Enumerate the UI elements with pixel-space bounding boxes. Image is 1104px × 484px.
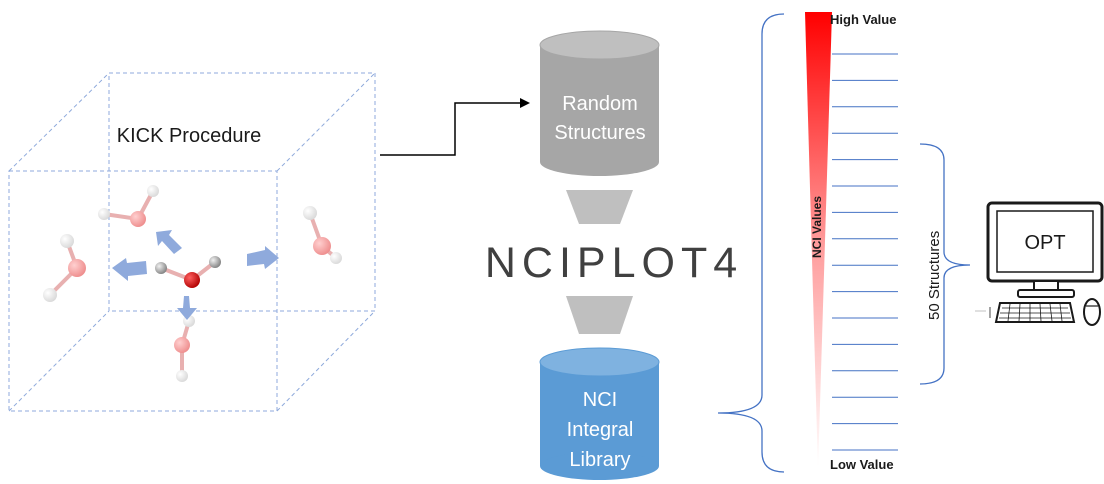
hydrogen-atom (330, 252, 342, 264)
keyboard (994, 302, 1076, 323)
structure-lines (832, 53, 898, 451)
nci-db-label-line1: NCI (583, 389, 617, 411)
oxygen-atom (313, 237, 331, 255)
cube-edge (8, 310, 110, 412)
nci-db-label-line2: Integral (567, 419, 634, 441)
monitor-stand (1017, 289, 1075, 298)
monitor-screen (996, 210, 1094, 273)
arrow-left-icon (112, 258, 147, 281)
nci-library-database: NCI Integral Library (539, 347, 660, 480)
cube-edge (8, 72, 110, 172)
mouse (1083, 298, 1101, 326)
high-value-label: High Value (830, 12, 896, 27)
hydrogen-atom (60, 234, 74, 248)
library-bracket (717, 13, 785, 473)
hydrogen-atom (98, 208, 110, 220)
flow-connector-arrow (380, 102, 523, 156)
selection-bracket (919, 143, 971, 385)
oxygen-atom (130, 211, 146, 227)
water-molecules (43, 185, 342, 382)
arrow-head-icon (520, 98, 530, 108)
arrow-up-left-icon (156, 230, 182, 254)
cube-front-face (8, 170, 278, 412)
kick-title: KICK Procedure (117, 125, 262, 147)
hydrogen-atom (176, 370, 188, 382)
nci-gradient-bar (805, 12, 832, 470)
oxygen-atom-center (184, 272, 200, 288)
hydrogen-atom (43, 288, 57, 302)
kick-cube (8, 72, 376, 412)
kick-arrows (112, 230, 279, 320)
hydrogen-atom (147, 185, 159, 197)
computer-icon (975, 201, 1104, 326)
oxygen-atom (174, 337, 190, 353)
computer-screen-label: OPT (1024, 232, 1065, 254)
nciplot-label: NCIPLOT4 (485, 239, 743, 287)
funnel-top (566, 190, 633, 224)
cube-edge (276, 72, 376, 172)
selection-label: 50 Structures (926, 231, 943, 320)
hydrogen-atom-center (155, 262, 167, 274)
nci-values-axis-label: NCI Values (810, 196, 824, 258)
cube-edge (276, 310, 376, 412)
random-db-label-line1: Random (562, 93, 638, 115)
random-structures-database: Random Structures (539, 30, 660, 176)
hydrogen-atom-center (209, 256, 221, 268)
arrow-down-icon (177, 296, 197, 320)
random-db-label-line2: Structures (554, 122, 645, 144)
oxygen-atom (68, 259, 86, 277)
cube-back-face (108, 72, 376, 312)
arrow-right-icon (247, 246, 279, 269)
nci-db-label-line3: Library (569, 449, 630, 471)
funnel-bottom (566, 296, 633, 334)
low-value-label: Low Value (830, 457, 894, 472)
hydrogen-atom (303, 206, 317, 220)
